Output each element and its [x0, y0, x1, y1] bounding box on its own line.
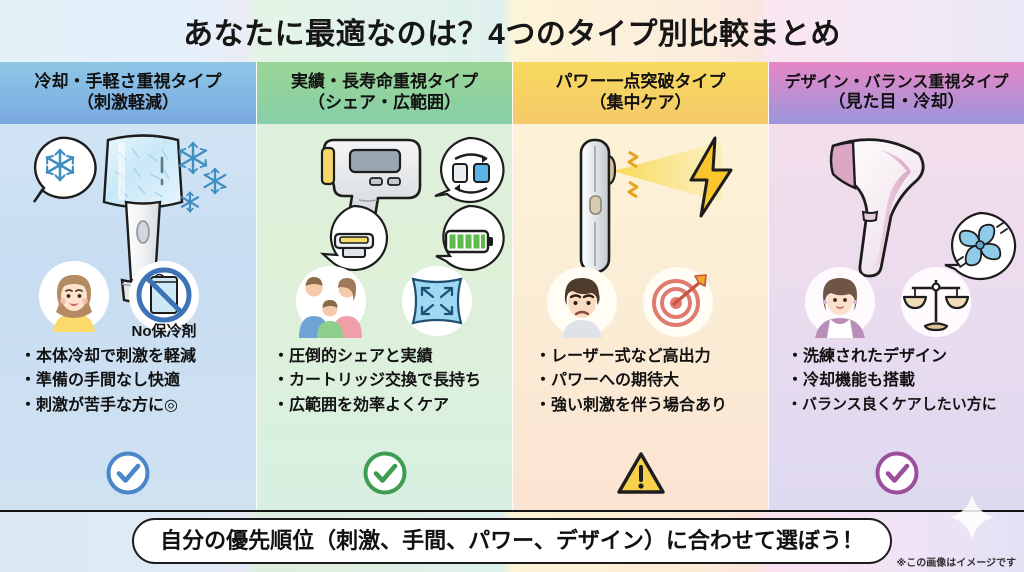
cartridge-swap-icon: [434, 136, 505, 204]
snowflake-icon: [180, 191, 200, 213]
feature-item: ・パワーへの期待大: [535, 372, 680, 390]
feature-list-design: ・洗練されたデザイン ・冷却機能も搭載 ・バランス良くケアしたい方に: [769, 339, 1024, 448]
image-disclaimer: ※この画像はイメージです: [896, 558, 1016, 569]
footer-band: 自分の優先順位（刺激、手間、パワー、デザイン）に合わせて選ぼう！ ※この画像はイ…: [0, 494, 1024, 572]
column-header-line2: （シェア・広範囲）: [308, 93, 461, 112]
illustration-design: [769, 124, 1024, 339]
verdict-badge-track-record: [257, 448, 512, 510]
comparison-columns: 冷却・手軽さ重視タイプ （刺激軽減）: [0, 62, 1024, 510]
feature-list-power: ・レーザー式など高出力 ・パワーへの期待大 ・強い刺激を伴う場合あり: [513, 339, 768, 448]
professional-woman-avatar-icon: [805, 267, 875, 338]
column-header-line1: 実績・長寿命重視タイプ: [291, 72, 478, 92]
no-coolant-prohibition-icon: [129, 261, 199, 331]
column-header-line1: デザイン・バランス重視タイプ: [784, 73, 1009, 91]
footer-callout: 自分の優先順位（刺激、手間、パワー、デザイン）に合わせて選ぼう！: [132, 518, 892, 564]
laser-stick-device-icon: [579, 138, 617, 274]
snowflake-icon: [203, 167, 227, 195]
type-column-track-record[interactable]: 実績・長寿命重視タイプ （シェア・広範囲）: [256, 62, 512, 510]
page-title: あなたに最適なのは？4つのタイプ別比較まとめ: [183, 18, 841, 51]
feature-item: ・レーザー式など高出力: [535, 348, 711, 365]
illustration-power: [513, 124, 768, 339]
check-circle-icon: [106, 451, 150, 495]
laser-beam-icon: [613, 142, 721, 202]
feature-item: ・圧倒的シェアと実績: [273, 348, 433, 365]
feature-item: ・準備の手間なし快適: [20, 372, 181, 390]
feature-item: ・強い刺激を伴う場合あり: [535, 396, 728, 414]
column-header-cooling: 冷却・手軽さ重視タイプ （刺激軽減）: [0, 62, 256, 124]
feature-item: ・冷却機能も搭載: [787, 372, 916, 390]
feature-item: ・広範囲を効率よくケア: [273, 396, 450, 414]
wide-area-expand-icon: [402, 266, 472, 336]
column-header-design: デザイン・バランス重視タイプ （見た目・冷却）: [769, 62, 1024, 124]
verdict-badge-power: [513, 448, 768, 510]
column-header-power: パワー一点突破タイプ （集中ケア）: [513, 62, 768, 124]
verdict-badge-cooling: [0, 448, 256, 510]
feature-item: ・本体冷却で刺激を軽減: [20, 348, 197, 365]
type-column-design[interactable]: デザイン・バランス重視タイプ （見た目・冷却）: [768, 62, 1024, 510]
illustration-cooling: No保冷剤: [0, 124, 256, 340]
column-header-line1: パワー一点突破タイプ: [555, 72, 726, 92]
feature-list-cooling: ・本体冷却で刺激を軽減 ・準備の手間なし快適 ・刺激が苦手な方に◎: [0, 339, 256, 448]
feature-item: ・カートリッジ交換で長持ち: [273, 372, 482, 390]
feature-item: ・洗練されたデザイン: [787, 348, 948, 365]
column-header-line2: （集中ケア）: [589, 93, 692, 112]
cartridge-icon: [319, 204, 389, 272]
feature-item: ・刺激が苦手な方に◎: [20, 396, 178, 414]
feature-list-track-record: ・圧倒的シェアと実績 ・カートリッジ交換で長持ち ・広範囲を効率よくケア: [257, 339, 512, 448]
column-header-line2: （刺激軽減）: [77, 93, 179, 112]
illustration-track-record: [257, 124, 512, 339]
column-header-line2: （見た目・冷却）: [828, 92, 965, 112]
snowflake-speech-bubble-icon: [33, 136, 97, 203]
designer-device-icon: [829, 138, 925, 278]
column-header-line1: 冷却・手軽さ重視タイプ: [34, 72, 222, 92]
check-circle-icon: [875, 451, 918, 495]
balance-scales-icon: [901, 267, 971, 337]
column-header-track-record: 実績・長寿命重視タイプ （シェア・広範囲）: [257, 62, 512, 124]
warning-triangle-icon: [616, 452, 665, 494]
target-bullseye-icon: [643, 267, 713, 337]
type-column-cooling[interactable]: 冷却・手軽さ重視タイプ （刺激軽減）: [0, 62, 256, 510]
lightning-bolt-icon: [689, 136, 733, 218]
cooling-fan-icon: [944, 211, 1017, 281]
battery-full-icon: [435, 204, 505, 272]
verdict-badge-design: [769, 448, 1024, 510]
no-coolant-label: No保冷剤: [131, 323, 197, 340]
type-column-power[interactable]: パワー一点突破タイプ （集中ケア）: [512, 62, 768, 510]
check-circle-icon: [363, 451, 406, 495]
smiling-woman-avatar-icon: [39, 261, 109, 332]
title-band: あなたに最適なのは？4つのタイプ別比較まとめ: [0, 0, 1024, 62]
feature-item: ・バランス良くケアしたい方に: [787, 395, 997, 413]
snowflake-icon: [178, 141, 208, 175]
grimacing-man-avatar-icon: [547, 267, 617, 338]
family-avatar-icon: [296, 266, 366, 338]
